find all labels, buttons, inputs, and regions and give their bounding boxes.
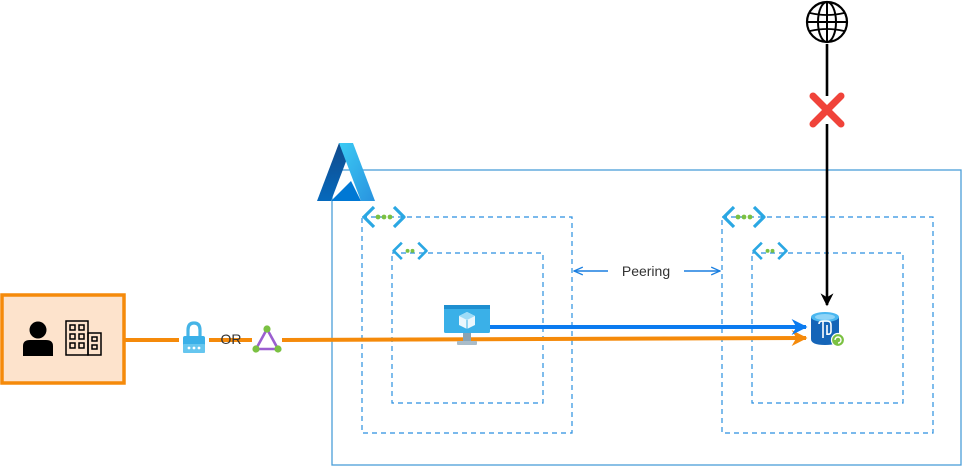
- user-icon: [23, 321, 53, 356]
- or-label: OR: [221, 331, 242, 347]
- onprem-box: [0, 293, 126, 385]
- azure-boundary: [331, 169, 962, 466]
- subnet-icon: [752, 241, 788, 260]
- peering-label: Peering: [622, 263, 670, 279]
- virtual-network-icon: [362, 205, 406, 229]
- red-x-icon: [809, 92, 845, 128]
- azure-database-postgresql-icon: [811, 312, 846, 348]
- vpn-gateway-lock-icon: [179, 321, 209, 358]
- expressroute-triangle-icon: [252, 324, 282, 354]
- virtual-network-icon: [722, 205, 766, 229]
- virtual-machine-icon: [444, 305, 490, 345]
- vnet-right-boundary: [721, 216, 934, 434]
- subnet-icon: [392, 241, 428, 260]
- azure-logo: [317, 143, 375, 201]
- globe-icon: [805, 0, 849, 44]
- building-icon: [65, 320, 102, 356]
